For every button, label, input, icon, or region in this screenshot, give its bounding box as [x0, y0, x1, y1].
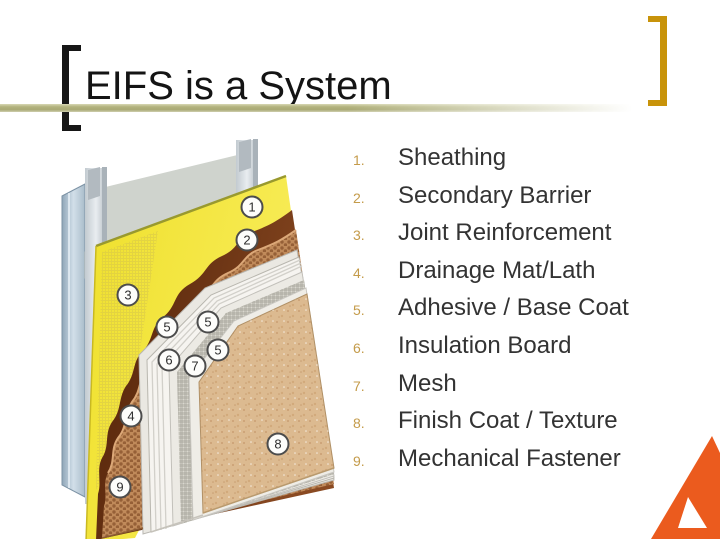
svg-text:4: 4: [127, 409, 134, 424]
svg-text:6: 6: [165, 353, 172, 368]
item-label: Joint Reinforcement: [398, 219, 612, 247]
item-number: 7.: [353, 377, 365, 394]
list-item: 4. Drainage Mat/Lath: [345, 257, 705, 295]
callout-3: 3: [116, 283, 140, 307]
list-item: 5. Adhesive / Base Coat: [345, 294, 705, 332]
item-number: 2.: [353, 189, 365, 206]
item-label: Drainage Mat/Lath: [398, 256, 596, 284]
item-label: Sheathing: [398, 144, 507, 171]
list-item: 8. Finish Coat / Texture: [345, 407, 705, 445]
svg-text:9: 9: [116, 480, 123, 495]
svg-text:8: 8: [274, 437, 281, 452]
svg-text:5: 5: [204, 315, 211, 330]
item-number: 9.: [353, 452, 365, 469]
item-label: Secondary Barrier: [398, 181, 592, 209]
list-item: 6. Insulation Board: [345, 332, 705, 370]
item-number: 4.: [353, 264, 365, 281]
svg-text:1: 1: [248, 200, 255, 215]
open-bracket-icon: [62, 45, 81, 131]
eifs-wall-diagram: 1 2 3 5 5 5 6 7 4 8 9: [61, 139, 335, 539]
close-bracket-icon: [648, 16, 667, 106]
item-label: Finish Coat / Texture: [398, 407, 618, 435]
list-item: 7. Mesh: [345, 370, 705, 408]
callout-6: 6: [157, 348, 181, 372]
list-item: 3. Joint Reinforcement: [345, 219, 705, 257]
item-number: 8.: [353, 415, 365, 432]
list-item: 2. Secondary Barrier: [345, 182, 705, 220]
callout-5c: 5: [206, 338, 230, 362]
item-number: 6.: [353, 339, 365, 356]
item-label: Mechanical Fastener: [398, 444, 621, 472]
title-rule: [0, 104, 632, 112]
svg-text:2: 2: [243, 233, 250, 248]
callout-5b: 5: [196, 310, 220, 334]
item-number: 1.: [353, 152, 365, 168]
item-label: Adhesive / Base Coat: [398, 294, 629, 322]
layer-finish-coat: [198, 293, 335, 514]
list-item: 1. Sheathing: [345, 144, 705, 182]
callout-8: 8: [266, 432, 290, 456]
callout-2: 2: [235, 228, 259, 252]
orange-triangle-logo-icon: [651, 436, 720, 539]
component-list: 1. Sheathing 2. Secondary Barrier 3. Joi…: [345, 144, 705, 482]
svg-text:3: 3: [124, 288, 131, 303]
item-number: 3.: [353, 227, 365, 244]
item-number: 5.: [353, 302, 365, 319]
substrate-panel: [61, 183, 86, 498]
list-item: 9. Mechanical Fastener: [345, 445, 705, 483]
callout-9: 9: [108, 475, 132, 499]
item-label: Mesh: [398, 369, 457, 397]
svg-text:5: 5: [214, 343, 221, 358]
svg-text:7: 7: [191, 359, 198, 374]
page-title: EIFS is a System: [85, 64, 392, 108]
item-label: Insulation Board: [398, 331, 572, 359]
callout-4: 4: [119, 404, 143, 428]
callout-7: 7: [183, 354, 207, 378]
callout-5a: 5: [155, 315, 179, 339]
callout-1: 1: [240, 195, 264, 219]
svg-text:5: 5: [163, 320, 170, 335]
